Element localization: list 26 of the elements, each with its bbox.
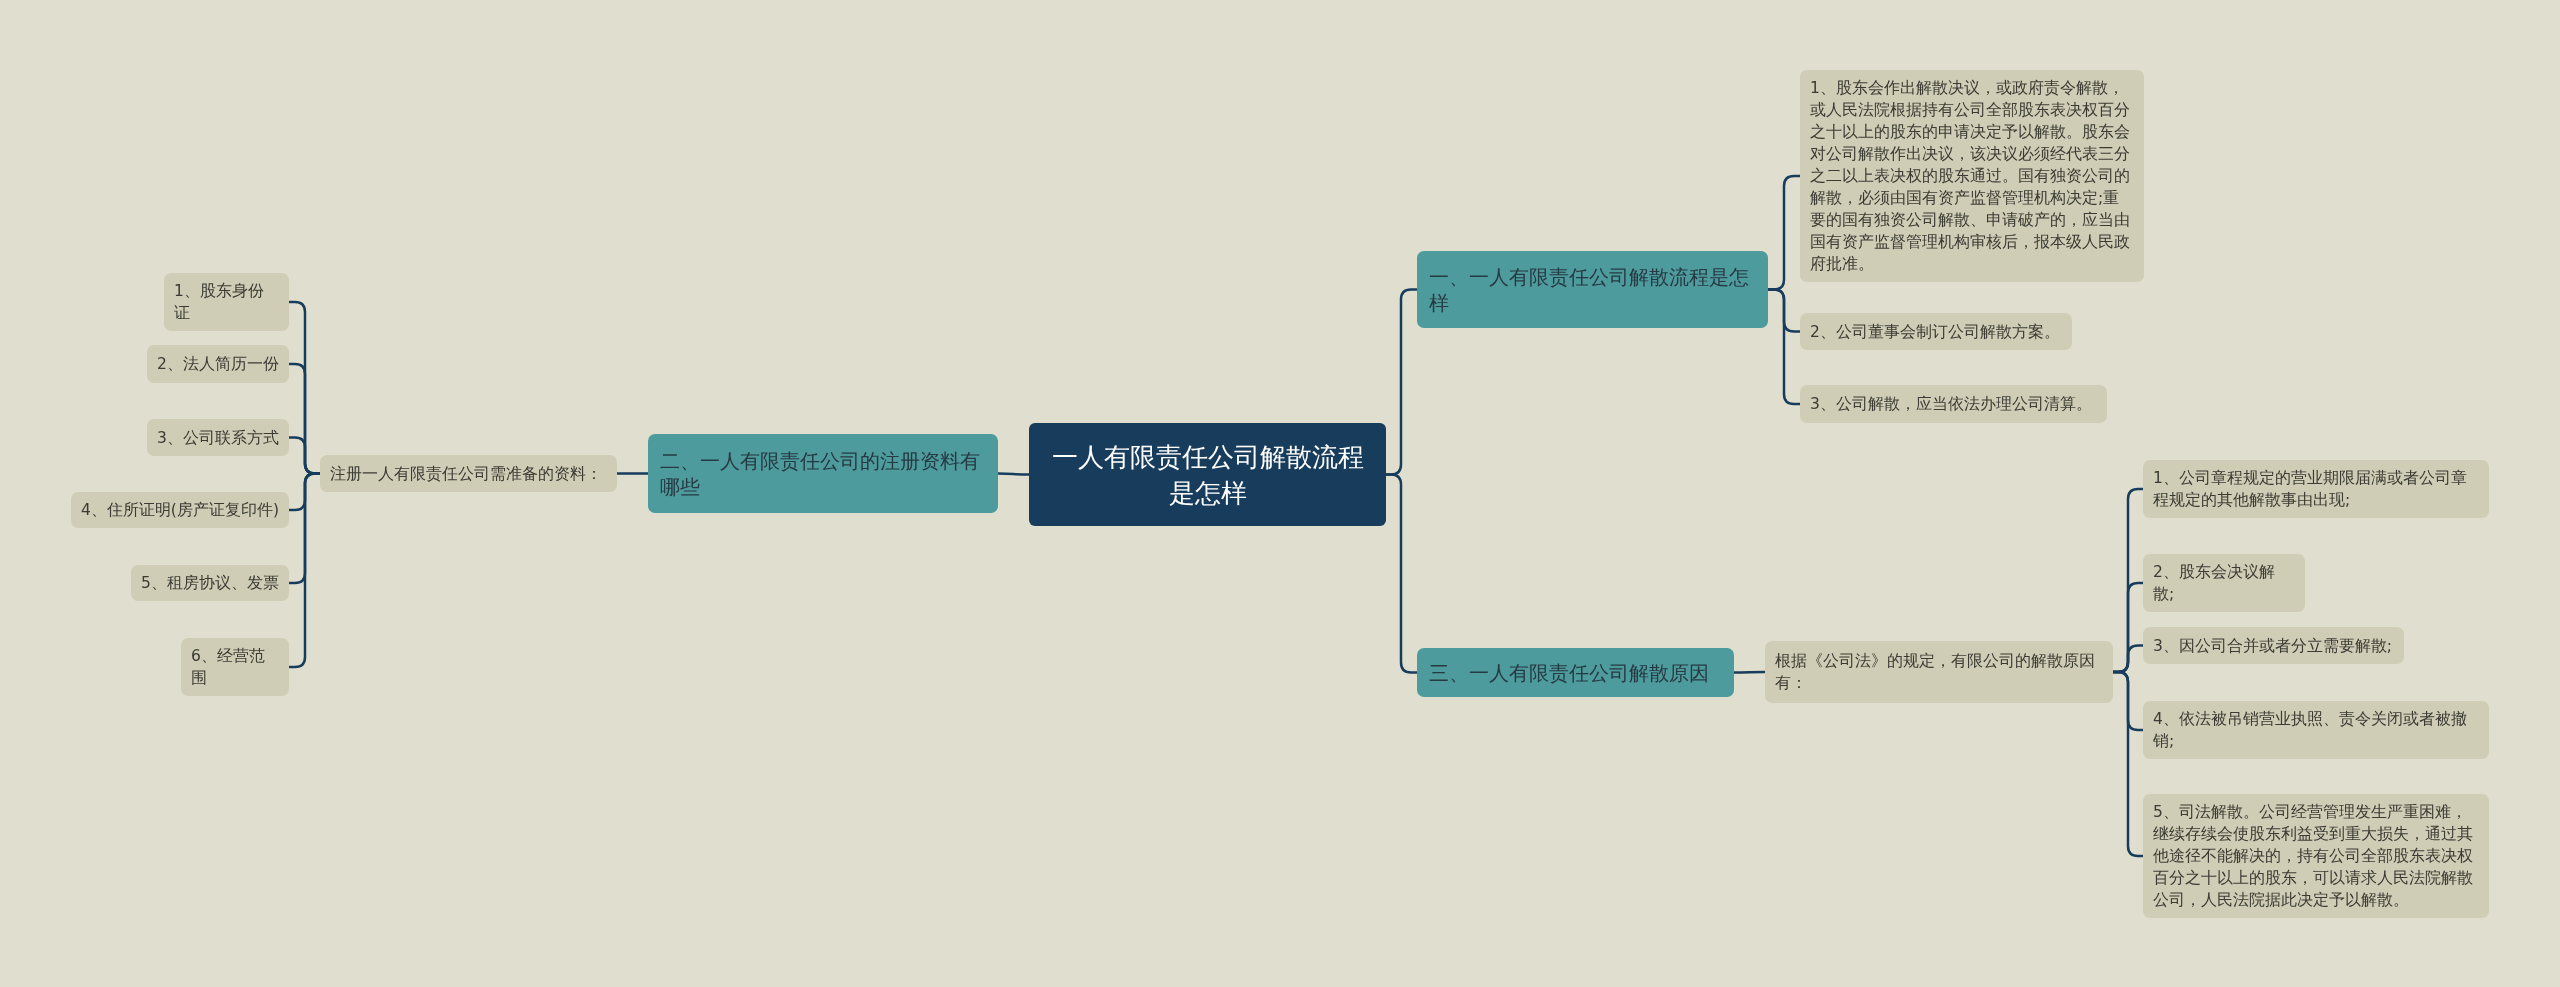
connector-line	[998, 472, 1029, 476]
subtopic-box: 2、股东会决议解散;	[2143, 554, 2305, 612]
subtopic-box: 5、租房协议、发票	[131, 565, 289, 601]
subtopic-box: 2、法人简历一份	[147, 345, 289, 383]
connector-line	[1768, 288, 1800, 406]
subtopic-box: 1、公司章程规定的营业期限届满或者公司章程规定的其他解散事由出现;	[2143, 460, 2489, 518]
branch-topic: 三、一人有限责任公司解散原因	[1417, 648, 1734, 697]
subtopic-box: 3、公司解散，应当依法办理公司清算。	[1800, 385, 2107, 423]
branch-topic: 一、一人有限责任公司解散流程是怎样	[1417, 251, 1768, 328]
connector-line	[1386, 473, 1417, 674]
connector-line	[289, 472, 320, 669]
subtopic-box: 2、公司董事会制订公司解散方案。	[1800, 313, 2072, 350]
central-topic: 一人有限责任公司解散流程是怎样	[1029, 423, 1386, 526]
subtopic-box: 1、股东会作出解散决议，或政府责令解散，或人民法院根据持有公司全部股东表决权百分之十以上的股东的申请决定予以解散。股东会对公司解散作出决议，该决议必须经代表三分之二以上表决权的股东通过。国有独资公司的解散，必须由国有资产监督管理机构决定;重要的国有独资公司解散、申请破产的，应当由国有资产监督管理机构审核后，报本级人民政府批准。	[1800, 70, 2144, 282]
subtopic-box: 3、公司联系方式	[147, 419, 289, 456]
subtopic-box: 6、经营范围	[181, 638, 289, 696]
subtopic-box: 1、股东身份证	[164, 273, 289, 331]
subtopic-box: 根据《公司法》的规定，有限公司的解散原因有：	[1765, 641, 2113, 703]
subtopic-box: 4、住所证明(房产证复印件)	[71, 492, 289, 528]
subtopic-box: 4、依法被吊销营业执照、责令关闭或者被撤销;	[2143, 701, 2489, 759]
branch-topic: 二、一人有限责任公司的注册资料有哪些	[648, 434, 998, 513]
connector-line	[1734, 670, 1765, 674]
subtopic-box: 5、司法解散。公司经营管理发生严重困难，继续存续会使股东利益受到重大损失，通过其他途径不能解决的，持有公司全部股东表决权百分之十以上的股东，可以请求人民法院解散公司，人民法院据此决定予以解散。	[2143, 794, 2489, 918]
subtopic-box: 注册一人有限责任公司需准备的资料：	[320, 455, 617, 492]
connector-line	[617, 472, 648, 475]
subtopic-box: 3、因公司合并或者分立需要解散;	[2143, 627, 2404, 664]
